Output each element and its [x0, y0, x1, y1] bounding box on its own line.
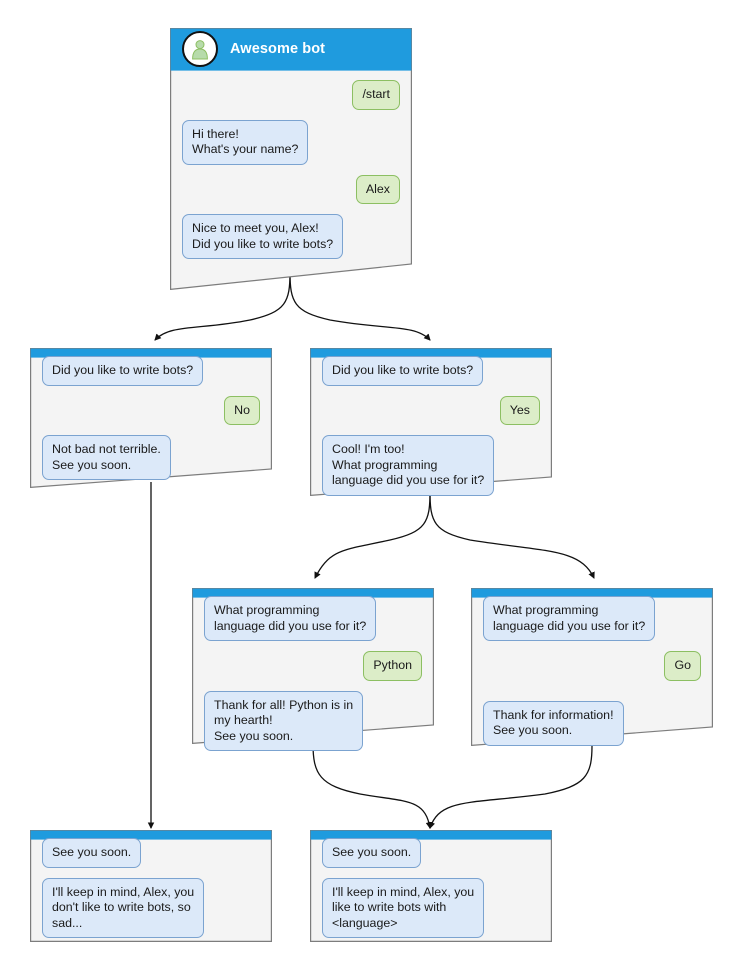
bot-bubble-not-bad[interactable]: Not bad not terrible. See you soon.: [42, 435, 171, 480]
message-row: What programming language did you use fo…: [483, 596, 701, 641]
message-row: Did you like to write bots?: [322, 356, 540, 386]
message-row: Thank for all! Python is in my hearth! S…: [204, 690, 422, 751]
message-row: Cool! I'm too! What programming language…: [322, 435, 540, 496]
go-branch-messages: What programming language did you use fo…: [471, 596, 713, 746]
message-row: What programming language did you use fo…: [204, 596, 422, 641]
user-bubble-no[interactable]: No: [224, 395, 260, 425]
bot-bubble-see-you-soon[interactable]: See you soon.: [322, 838, 422, 868]
go-branch-header-bar: [471, 588, 713, 596]
node-go-branch[interactable]: What programming language did you use fo…: [471, 588, 713, 746]
edge-go-to-end: [428, 745, 593, 829]
end-yes-messages: See you soon. I'll keep in mind, Alex, y…: [310, 838, 552, 938]
message-row: Python: [204, 651, 422, 681]
node-end-yes[interactable]: See you soon. I'll keep in mind, Alex, y…: [310, 830, 552, 942]
python-branch-messages: What programming language did you use fo…: [192, 596, 434, 751]
user-bubble-name[interactable]: Alex: [355, 174, 400, 204]
root-header: Awesome bot: [170, 28, 412, 70]
yes-branch-messages: Did you like to write bots? Yes Cool! I'…: [310, 356, 552, 496]
bot-bubble-language-question[interactable]: What programming language did you use fo…: [483, 596, 656, 641]
bot-bubble-cool-im-too[interactable]: Cool! I'm too! What programming language…: [322, 435, 495, 496]
user-bubble-yes[interactable]: Yes: [499, 395, 540, 425]
node-end-no[interactable]: See you soon. I'll keep in mind, Alex, y…: [30, 830, 272, 942]
node-yes-branch[interactable]: Did you like to write bots? Yes Cool! I'…: [310, 348, 552, 496]
bot-bubble-question[interactable]: Did you like to write bots?: [322, 356, 484, 386]
root-messages: /start Hi there! What's your name? Alex …: [170, 70, 412, 259]
python-branch-header-bar: [192, 588, 434, 596]
message-row: Thank for information! See you soon.: [483, 700, 701, 746]
message-row: See you soon.: [322, 838, 540, 868]
bot-bubble-thank-for-all[interactable]: Thank for all! Python is in my hearth! S…: [204, 690, 364, 751]
bot-bubble-nice-to-meet[interactable]: Nice to meet you, Alex! Did you like to …: [182, 214, 344, 259]
message-row: Go: [483, 651, 701, 681]
bot-bubble-see-you-soon[interactable]: See you soon.: [42, 838, 142, 868]
end-no-messages: See you soon. I'll keep in mind, Alex, y…: [30, 838, 272, 938]
message-row: Alex: [182, 174, 400, 204]
message-row: Did you like to write bots?: [42, 356, 260, 386]
bot-bubble-keep-in-mind[interactable]: I'll keep in mind, Alex, you like to wri…: [322, 877, 485, 938]
message-row: I'll keep in mind, Alex, you don't like …: [42, 877, 260, 938]
user-bubble-python[interactable]: Python: [363, 651, 422, 681]
node-root[interactable]: Awesome bot /start Hi there! What's your…: [170, 28, 412, 290]
root-header-title: Awesome bot: [230, 41, 326, 57]
bot-bubble-language-question[interactable]: What programming language did you use fo…: [204, 596, 377, 641]
yes-branch-header-bar: [310, 348, 552, 356]
no-branch-messages: Did you like to write bots? No Not bad n…: [30, 356, 272, 480]
user-bubble-go[interactable]: Go: [664, 651, 701, 681]
node-no-branch[interactable]: Did you like to write bots? No Not bad n…: [30, 348, 272, 488]
message-row: Nice to meet you, Alex! Did you like to …: [182, 214, 400, 259]
message-row: See you soon.: [42, 838, 260, 868]
user-bubble-start[interactable]: /start: [352, 80, 400, 110]
end-yes-header-bar: [310, 830, 552, 838]
end-no-header-bar: [30, 830, 272, 838]
bot-bubble-question[interactable]: Did you like to write bots?: [42, 356, 204, 386]
message-row: Not bad not terrible. See you soon.: [42, 435, 260, 480]
node-python-branch[interactable]: What programming language did you use fo…: [192, 588, 434, 751]
message-row: I'll keep in mind, Alex, you like to wri…: [322, 877, 540, 938]
message-row: Yes: [322, 395, 540, 425]
no-branch-header-bar: [30, 348, 272, 356]
person-avatar-icon: [182, 31, 218, 67]
spacer: [483, 691, 701, 701]
bot-bubble-thank-for-information[interactable]: Thank for information! See you soon.: [483, 700, 624, 746]
message-row: Hi there! What's your name?: [182, 119, 400, 165]
message-row: /start: [182, 80, 400, 110]
message-row: No: [42, 395, 260, 425]
bot-bubble-greeting[interactable]: Hi there! What's your name?: [182, 119, 309, 165]
bot-bubble-keep-in-mind[interactable]: I'll keep in mind, Alex, you don't like …: [42, 877, 205, 938]
